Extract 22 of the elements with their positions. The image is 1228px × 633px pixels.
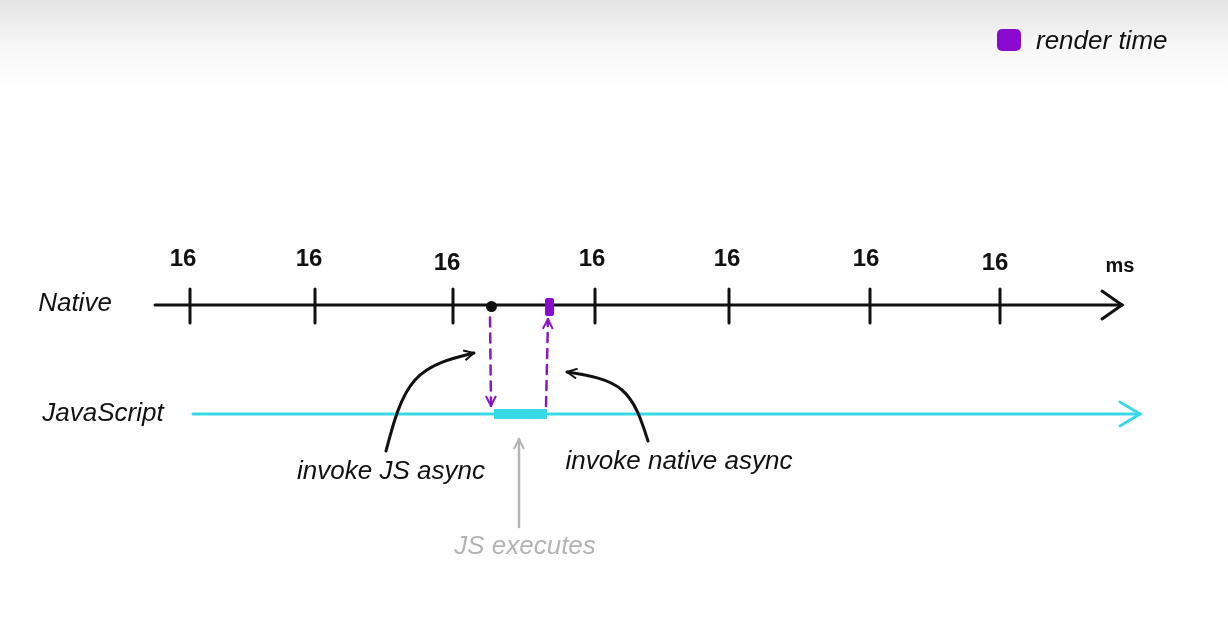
unit-label: ms <box>1105 253 1135 278</box>
annotation-text: invoke JS async <box>297 455 485 485</box>
tick-label: 16 <box>295 243 323 273</box>
row-label: Native <box>38 287 112 317</box>
tick-label: 16 <box>981 247 1009 277</box>
event-dot <box>485 300 497 312</box>
execution-bar <box>494 409 547 419</box>
legend-label: render time <box>1036 25 1168 55</box>
dashed-arrow <box>541 317 554 408</box>
curved-arrow <box>384 349 476 453</box>
arrow <box>513 437 525 529</box>
tick-label: 16 <box>578 243 606 273</box>
tick-label: 16 <box>169 243 197 273</box>
tick-label: 16 <box>713 243 741 273</box>
tick-label: 16 <box>852 243 880 273</box>
tick-label: 16 <box>433 247 461 277</box>
render-mark <box>544 298 554 316</box>
dashed-arrow <box>484 316 497 408</box>
annotation-text: JS executes <box>454 530 596 560</box>
curved-arrow <box>565 367 650 443</box>
annotation-text: invoke native async <box>565 445 793 475</box>
row-label: JavaScript <box>42 397 164 427</box>
